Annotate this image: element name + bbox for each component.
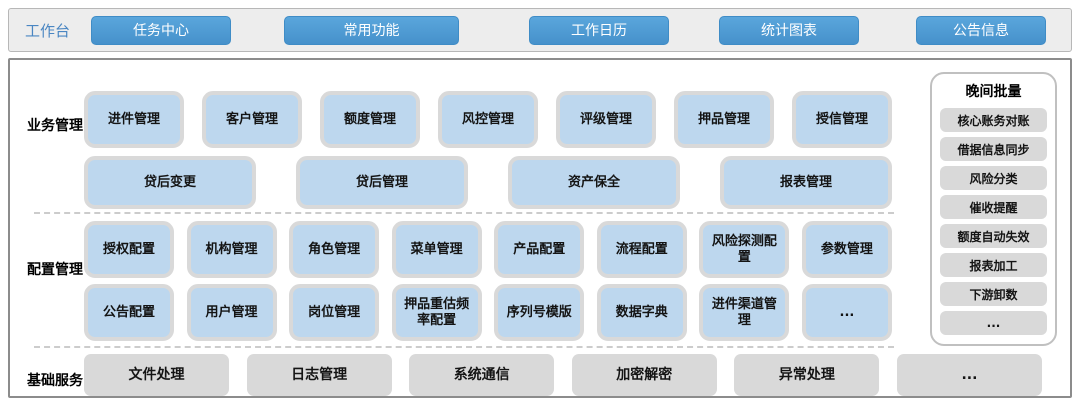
batch-item[interactable]: 催收提醒 xyxy=(940,195,1047,219)
module-box[interactable]: 贷后变更 xyxy=(84,156,256,209)
night-batch-title: 晚间批量 xyxy=(965,84,1022,100)
module-box[interactable]: 参数管理 xyxy=(801,221,892,278)
workbench-label: 工作台 xyxy=(25,21,71,40)
module-box[interactable]: 公告配置 xyxy=(84,284,174,341)
batch-item[interactable]: 额度自动失效 xyxy=(940,224,1047,248)
statistics-charts-button[interactable]: 统计图表 xyxy=(719,15,859,45)
section-label-base: 基础服务 xyxy=(27,373,83,389)
work-calendar-button[interactable]: 工作日历 xyxy=(529,15,669,45)
module-box[interactable]: 授权配置 xyxy=(84,221,174,278)
service-box[interactable]: 异常处理 xyxy=(734,354,880,396)
module-box[interactable]: 角色管理 xyxy=(289,221,380,278)
batch-item[interactable]: 核心账务对账 xyxy=(940,108,1047,132)
module-box[interactable]: ... xyxy=(801,284,892,341)
service-box[interactable]: 日志管理 xyxy=(246,354,392,396)
announcement-info-button[interactable]: 公告信息 xyxy=(916,15,1046,45)
module-box[interactable]: 押品管理 xyxy=(674,91,774,148)
batch-item[interactable]: 下游卸数 xyxy=(940,282,1047,306)
architecture-panel: 业务管理 配置管理 基础服务 进件管理 客户管理 额度管理 风控管理 评级管理 … xyxy=(8,58,1072,398)
service-box[interactable]: ... xyxy=(896,354,1042,396)
section-label-business: 业务管理 xyxy=(27,118,83,134)
module-box[interactable]: 产品配置 xyxy=(494,221,585,278)
base-services-row: 文件处理 日志管理 系统通信 加密解密 异常处理 ... xyxy=(84,354,1042,396)
batch-item[interactable]: 报表加工 xyxy=(940,253,1047,277)
module-box[interactable]: 风控管理 xyxy=(438,91,538,148)
module-box[interactable]: 授信管理 xyxy=(792,91,892,148)
module-box[interactable]: 资产保全 xyxy=(508,156,680,209)
night-batch-panel: 晚间批量 核心账务对账 借据信息同步 风险分类 催收提醒 额度自动失效 报表加工… xyxy=(930,72,1057,346)
workbench-bar: 工作台 任务中心 常用功能 工作日历 统计图表 公告信息 xyxy=(8,8,1072,52)
module-box[interactable]: 数据字典 xyxy=(596,284,687,341)
module-box[interactable]: 贷后管理 xyxy=(296,156,468,209)
batch-item[interactable]: ... xyxy=(940,311,1047,335)
common-functions-button[interactable]: 常用功能 xyxy=(284,15,459,45)
dashed-divider xyxy=(34,212,894,214)
module-box[interactable]: 报表管理 xyxy=(720,156,892,209)
module-box[interactable]: 用户管理 xyxy=(186,284,277,341)
service-box[interactable]: 加密解密 xyxy=(571,354,717,396)
module-box[interactable]: 风险探测配置 xyxy=(699,221,790,278)
batch-item[interactable]: 借据信息同步 xyxy=(940,137,1047,161)
task-center-button[interactable]: 任务中心 xyxy=(91,15,231,45)
batch-item[interactable]: 风险分类 xyxy=(940,166,1047,190)
business-row-1: 进件管理 客户管理 额度管理 风控管理 评级管理 押品管理 授信管理 xyxy=(84,91,892,148)
section-label-config: 配置管理 xyxy=(27,262,83,278)
module-box[interactable]: 流程配置 xyxy=(596,221,687,278)
module-box[interactable]: 评级管理 xyxy=(556,91,656,148)
module-box[interactable]: 菜单管理 xyxy=(391,221,482,278)
module-box[interactable]: 额度管理 xyxy=(320,91,420,148)
service-box[interactable]: 文件处理 xyxy=(84,354,229,396)
service-box[interactable]: 系统通信 xyxy=(409,354,555,396)
module-box[interactable]: 客户管理 xyxy=(202,91,302,148)
module-box[interactable]: 进件管理 xyxy=(84,91,184,148)
module-box[interactable]: 押品重估频率配置 xyxy=(391,284,482,341)
module-box[interactable]: 序列号模版 xyxy=(494,284,585,341)
dashed-divider xyxy=(34,346,894,348)
config-row-1: 授权配置 机构管理 角色管理 菜单管理 产品配置 流程配置 风险探测配置 参数管… xyxy=(84,221,892,278)
module-box[interactable]: 机构管理 xyxy=(186,221,277,278)
business-row-2: 贷后变更 贷后管理 资产保全 报表管理 xyxy=(84,156,892,209)
config-row-2: 公告配置 用户管理 岗位管理 押品重估频率配置 序列号模版 数据字典 进件渠道管… xyxy=(84,284,892,341)
module-box[interactable]: 进件渠道管理 xyxy=(699,284,790,341)
module-box[interactable]: 岗位管理 xyxy=(289,284,380,341)
